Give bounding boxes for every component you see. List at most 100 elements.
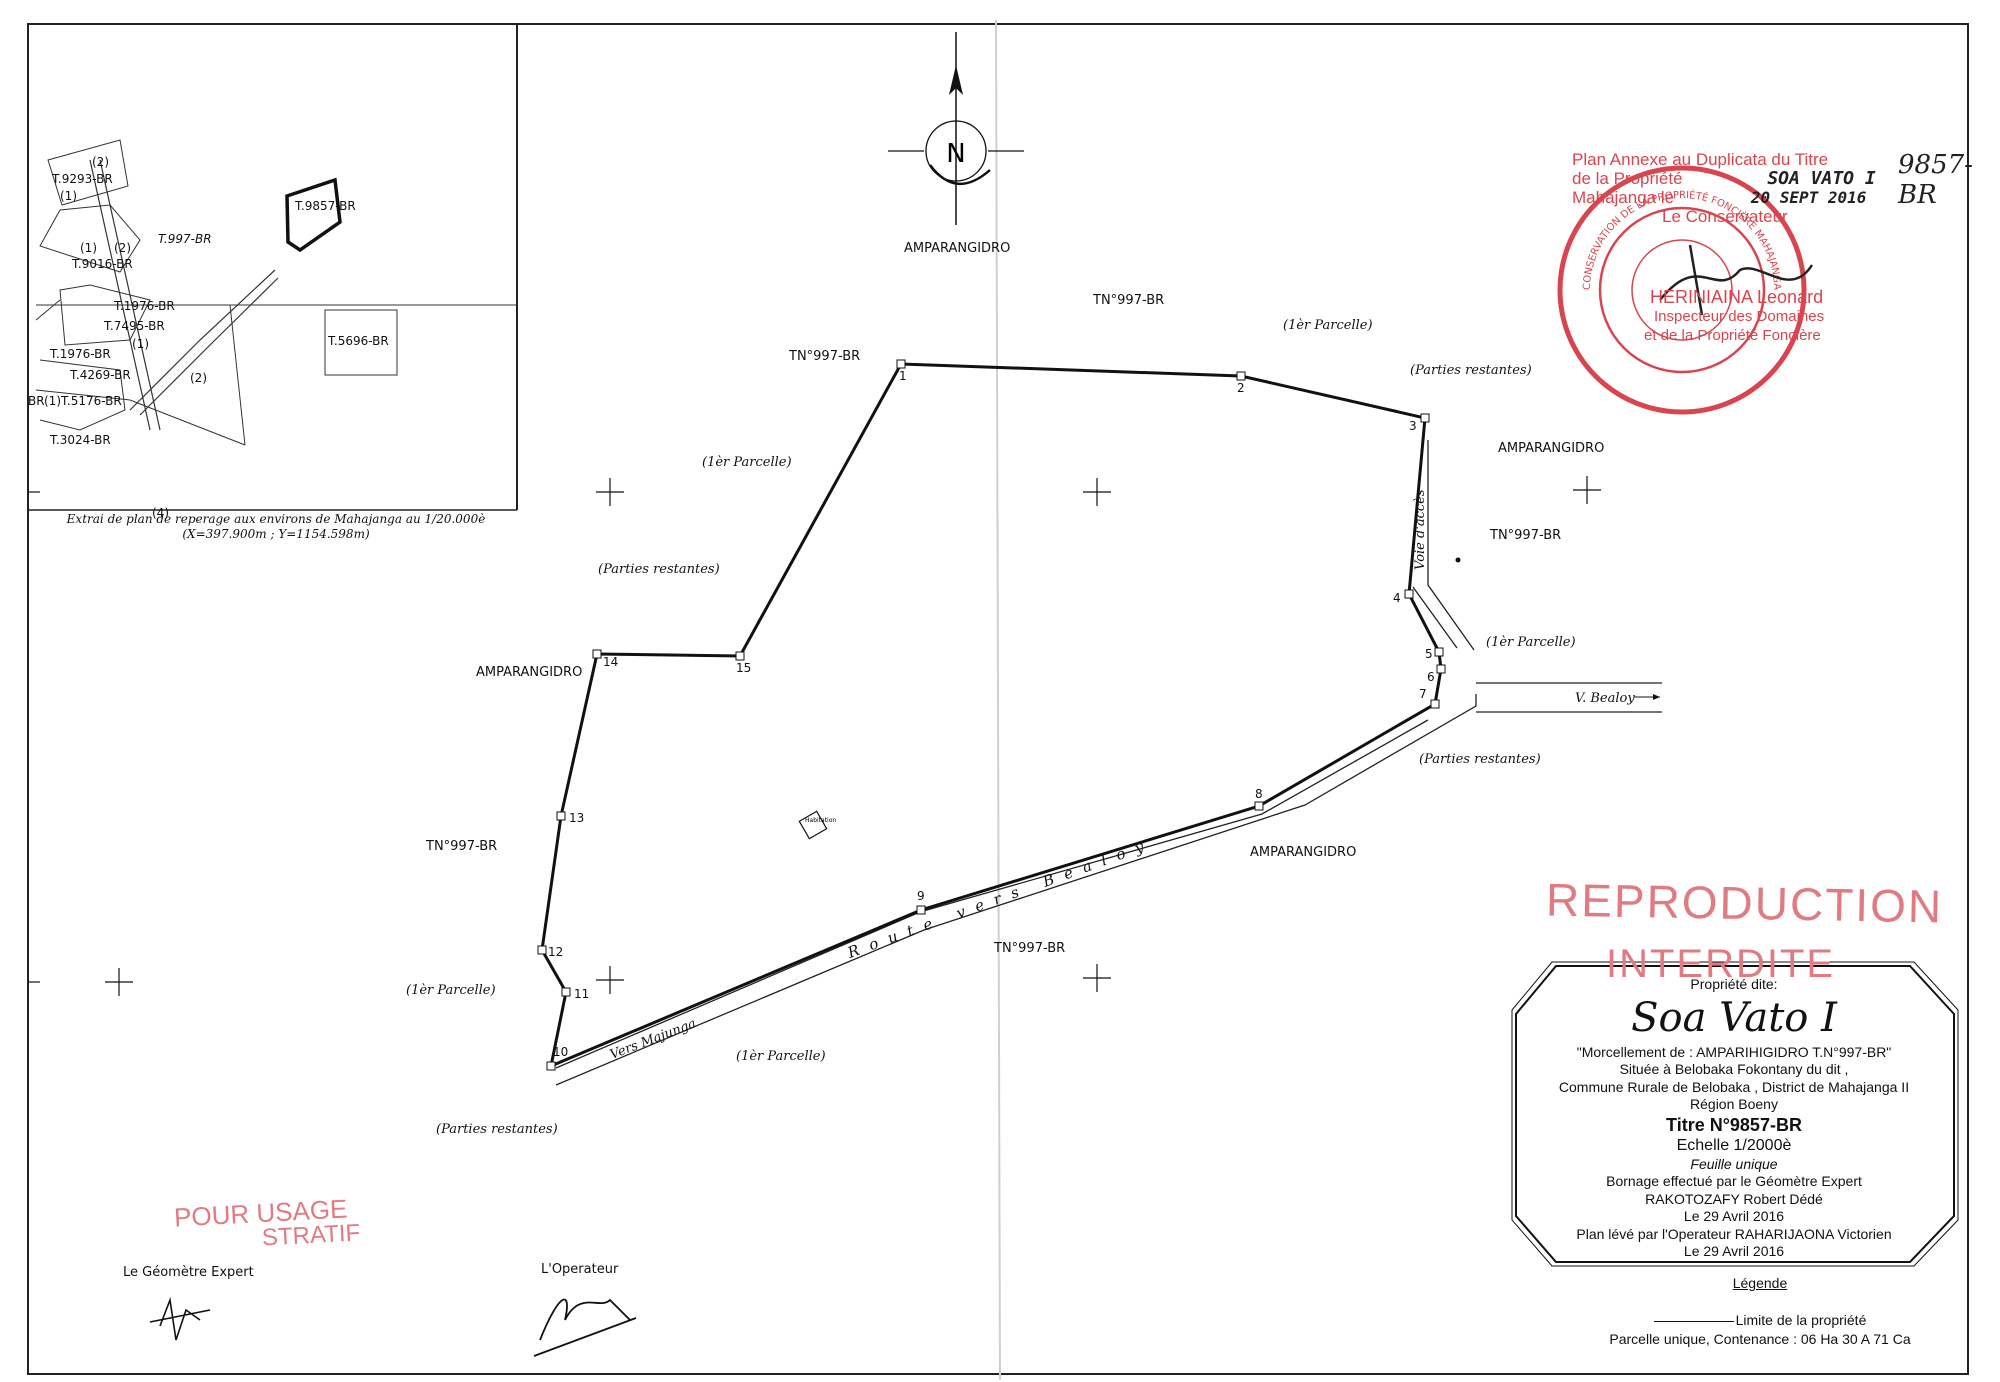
inset-label: T.7495-BR (103, 319, 165, 333)
inset-label: (2) (190, 371, 207, 385)
area-label: AMPARANGIDRO (476, 665, 582, 680)
inset-label: (4) (152, 506, 169, 520)
boundary-marker (916, 905, 926, 915)
inset-map: (2) T.9293-BR (1) T.9857-BR T.997-BR (1)… (28, 24, 518, 541)
legend-boundary-label: Limite de la propriété (1735, 1312, 1867, 1328)
legend: Légende Limite de la propriété Parcelle … (1560, 1274, 1960, 1349)
boundary-point-label: 13 (569, 811, 584, 825)
inset-label: (2) (114, 241, 131, 255)
parcel-label: (1èr Parcelle) (1486, 635, 1576, 650)
paper-fold (995, 19, 1001, 1381)
inset-label: T.1976-BR (49, 347, 111, 361)
annex-line: de la Propriété (1572, 169, 1683, 188)
boundary-point-label: 6 (1427, 670, 1435, 684)
inset-label: T.3024-BR (49, 433, 111, 447)
operator-date: Le 29 Avril 2016 (1683, 1243, 1785, 1259)
remaining-parts-label: (Parties restantes) (1419, 752, 1541, 767)
boundary-marker (556, 811, 566, 821)
boundary-marker (546, 1061, 556, 1071)
property-name: Soa Vato I (1631, 994, 1837, 1041)
inset-label: T.9016-BR (71, 257, 133, 271)
reference-number: 9857-BR (1898, 150, 1973, 210)
boundary-point-label: 4 (1393, 591, 1401, 605)
roads (555, 440, 1662, 1086)
inset-label: T.997-BR (158, 232, 212, 246)
title-ref-label: TN°997-BR (1489, 528, 1561, 543)
operateur-signature (533, 1298, 637, 1357)
parcel-label: (1èr Parcelle) (736, 1049, 826, 1064)
boundary-point-label: 7 (1419, 687, 1427, 701)
remaining-parts-label: (Parties restantes) (598, 562, 720, 577)
inset-label: (2) (92, 155, 109, 169)
boundary-point-label: 5 (1425, 647, 1433, 661)
boundary-marker (735, 651, 745, 661)
boundary-point-label: 3 (1409, 419, 1417, 433)
parcel-label: (1èr Parcelle) (406, 983, 496, 998)
boundary-point-label: 12 (548, 945, 563, 959)
interdite-stamp: INTERDITE (1606, 942, 1836, 986)
boundary-point-label: 10 (553, 1045, 568, 1059)
boundary-marker (1404, 589, 1414, 599)
boundary-marker (1436, 664, 1446, 674)
morcellement-line: "Morcellement de : AMPARIHIGIDRO T.N°997… (1576, 1043, 1892, 1060)
title-ref-label: TN°997-BR (1092, 293, 1164, 308)
boundary-point-label: 9 (917, 889, 925, 903)
annex-conservateur: Le Conservateur (1662, 207, 1788, 226)
annex-line: Plan Annexe au Duplicata du Titre (1572, 150, 1829, 169)
area-label: AMPARANGIDRO (904, 241, 1010, 256)
remaining-parts-label: (Parties restantes) (1410, 363, 1532, 378)
scale-label: Echelle 1/2000è (1676, 1136, 1792, 1154)
inset-label: (1)T.5176-BR (44, 394, 122, 408)
remaining-parts-label: (Parties restantes) (436, 1122, 558, 1137)
inset-label: (1) (80, 241, 97, 255)
geometre-label: Le Géomètre Expert (123, 1265, 254, 1280)
surveyor-name: RAKOTOZAFY Robert Dédé (1645, 1190, 1823, 1207)
boundary-marker (592, 649, 602, 659)
boundary-marker (561, 987, 571, 997)
legend-area-label: Parcelle unique, Contenance : 06 Ha 30 A… (1609, 1331, 1911, 1347)
annex-officer-role: et de la Propriété Foncière (1644, 327, 1821, 344)
cartouche-frame (1515, 965, 1955, 1263)
road-label: V. Bealoy (1575, 691, 1635, 706)
boundary-line-sample (1653, 1321, 1734, 1322)
commune-line: Commune Rurale de Belobaka , District de… (1558, 1078, 1910, 1095)
inset-coordinates: (X=397.900m ; Y=1154.598m) (182, 527, 370, 541)
title-ref-label: TN°997-BR (993, 941, 1065, 956)
area-label: AMPARANGIDRO (1250, 845, 1356, 860)
parcel-label: (1èr Parcelle) (702, 455, 792, 470)
inset-label: T.1976-BR (113, 299, 175, 313)
survey-date: Le 29 Avril 2016 (1683, 1208, 1785, 1224)
svg-text:Habitation: Habitation (805, 817, 836, 824)
annex-stamp: Plan Annexe au Duplicata du Titre de la … (1572, 150, 1932, 345)
title-block: Propriété dite: Soa Vato I "Morcellement… (1514, 966, 1954, 1262)
area-label: AMPARANGIDRO (1498, 441, 1604, 456)
annex-line: Mahajanga le (1572, 188, 1675, 207)
access-road-label: Voie d'accès (1413, 489, 1428, 570)
survey-point (1455, 557, 1461, 563)
boundary-marker (896, 359, 906, 369)
boundary-point-label: 1 (899, 369, 907, 383)
property-caption: Propriété dite: (1690, 976, 1778, 992)
inset-label: (1) (132, 337, 149, 351)
boundary-point-label: 14 (603, 655, 618, 669)
legend-title: Légende (1732, 1275, 1788, 1291)
conservateur-signature (1659, 264, 1814, 301)
usage-stamp: STRATIF (261, 1219, 361, 1252)
north-label: N (946, 139, 965, 169)
inset-caption: Extrai de plan de reperage aux environs … (66, 512, 486, 526)
inset-label: T.4269-BR (69, 368, 131, 382)
boundary-marker (1434, 647, 1444, 657)
operateur-label: L'Operateur (541, 1262, 619, 1277)
boundary-marker (537, 945, 547, 955)
boundary-point-label: 11 (574, 987, 589, 1001)
inset-label: T.9293-BR (51, 172, 113, 186)
boundary-point-label: 15 (736, 661, 751, 675)
north-arrow-icon: N (888, 32, 1024, 225)
title-number: Titre N°9857-BR (1666, 1114, 1802, 1135)
page-frame (27, 23, 1969, 1375)
boundary-point-label: 2 (1237, 381, 1245, 395)
boundary-point-label: 8 (1255, 787, 1263, 801)
reproduction-stamp: REPRODUCTION (1545, 873, 1944, 933)
